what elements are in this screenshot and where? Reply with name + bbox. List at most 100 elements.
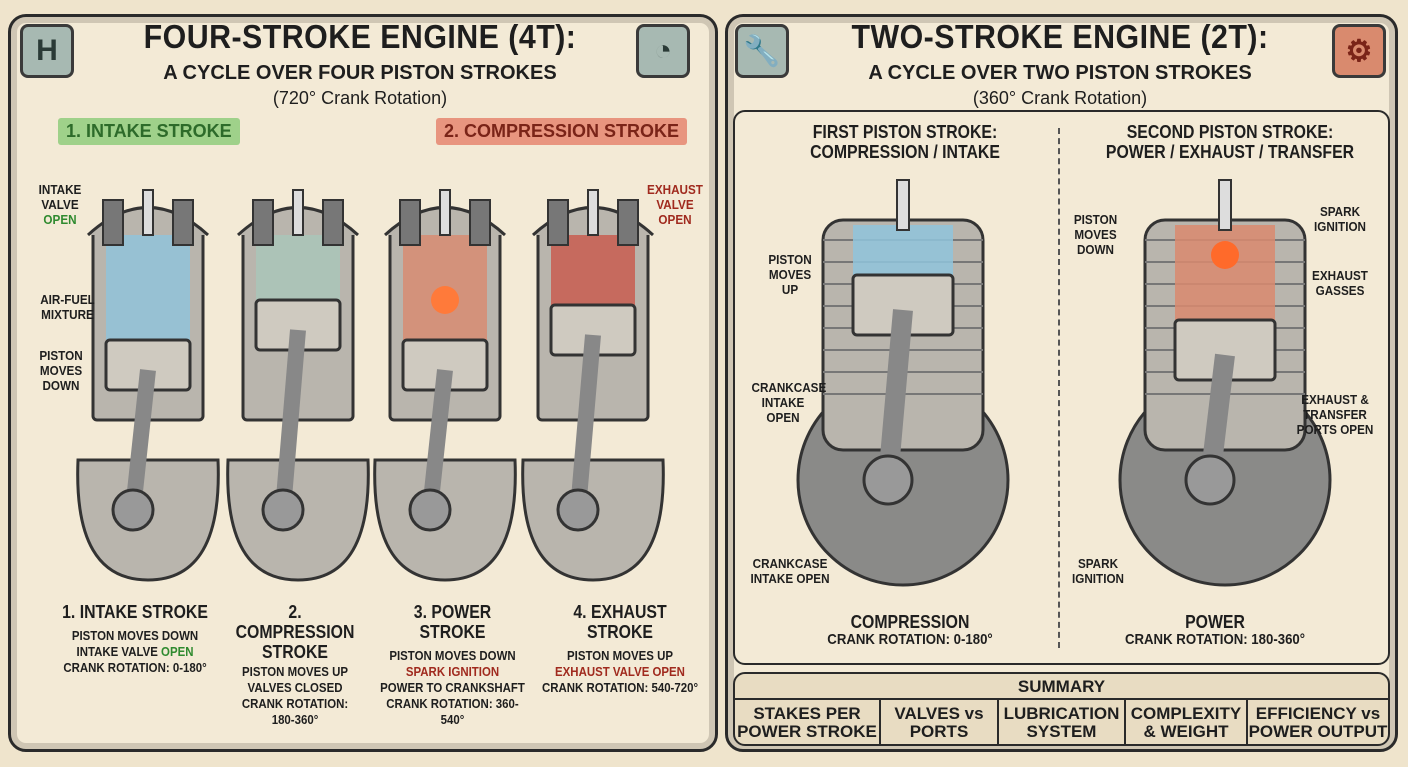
summary-cell[interactable]: COMPLEXITY & WEIGHT bbox=[1126, 700, 1248, 744]
combustion-chamber bbox=[106, 235, 190, 340]
combustion-chamber bbox=[551, 235, 635, 305]
stroke-title: 1. INTAKE STROKE bbox=[62, 602, 208, 622]
stroke-line: INTAKE VALVE bbox=[76, 644, 162, 659]
stroke-title: 4. EXHAUST STROKE bbox=[573, 602, 667, 642]
label-air-fuel: AIR-FUEL MIXTURE bbox=[40, 292, 95, 322]
stroke-line: PISTON MOVES DOWN bbox=[389, 648, 516, 663]
valve-spring bbox=[399, 199, 421, 246]
stroke-divider bbox=[1058, 128, 1060, 648]
stroke-line: POWER TO CRANKSHAFT bbox=[380, 680, 525, 695]
two-stroke-diagram-box bbox=[733, 110, 1390, 665]
connecting-rod bbox=[275, 329, 306, 511]
connecting-rod bbox=[125, 369, 156, 511]
spark-plug bbox=[292, 189, 304, 236]
stroke-line: EXHAUST VALVE OPEN bbox=[555, 664, 685, 679]
caption-rotation: CRANK ROTATION: 0-180° bbox=[827, 631, 993, 648]
label-piston-down: PISTON MOVES DOWN bbox=[39, 348, 83, 393]
heading-line: FIRST PISTON STROKE: bbox=[812, 122, 998, 142]
stroke-line: CRANK ROTATION: 540-720° bbox=[541, 680, 699, 695]
spark-plug bbox=[896, 179, 910, 231]
summary-table: SUMMARY STAKES PER POWER STROKE VALVES v… bbox=[733, 672, 1390, 746]
valve-spring bbox=[172, 199, 194, 246]
two-stroke-subtitle: A CYCLE OVER TWO PISTON STROKES bbox=[868, 62, 1252, 84]
caption-title: COMPRESSION bbox=[850, 612, 970, 632]
intake-open-text: OPEN bbox=[43, 212, 77, 227]
connecting-rod bbox=[570, 334, 601, 511]
stroke-line: PISTON MOVES UP bbox=[242, 664, 348, 679]
gauge-icon: ◔ bbox=[636, 24, 690, 78]
stroke-line: CRANK ROTATION: 180-360° bbox=[241, 696, 349, 727]
summary-cell[interactable]: STAKES PER POWER STROKE bbox=[735, 700, 881, 744]
crankshaft bbox=[556, 488, 600, 532]
four-stroke-rotation: (720° Crank Rotation) bbox=[272, 88, 448, 108]
label-piston-down-2t: PISTON MOVES DOWN bbox=[1073, 212, 1118, 257]
combustion-chamber bbox=[1175, 225, 1275, 320]
label-spark-ignition: SPARK IGNITION bbox=[1313, 204, 1367, 234]
four-stroke-title: FOUR-STROKE ENGINE (4T): bbox=[143, 18, 577, 55]
two-stroke-illustrations bbox=[796, 179, 1332, 587]
four-stroke-illustrations bbox=[76, 189, 665, 582]
label-crankcase-intake-1: CRANKCASE INTAKE OPEN bbox=[751, 380, 827, 425]
four-stroke-subtitle: A CYCLE OVER FOUR PISTON STROKES bbox=[163, 62, 557, 84]
label-spark-ignition-2: SPARK IGNITION bbox=[1071, 556, 1125, 586]
valve-spring bbox=[469, 199, 491, 246]
spark-burst bbox=[431, 286, 459, 314]
label-exhaust-valve: EXHAUST VALVE OPEN bbox=[647, 182, 703, 227]
summary-cell[interactable]: VALVES vs PORTS bbox=[881, 700, 999, 744]
summary-title: SUMMARY bbox=[735, 674, 1388, 700]
spark-plug bbox=[1218, 179, 1232, 231]
first-stroke-heading: FIRST PISTON STROKE:COMPRESSION / INTAKE bbox=[777, 122, 1032, 162]
stroke-line: CRANK ROTATION: 0-180° bbox=[63, 660, 207, 675]
intake-valve-text: INTAKE VALVE bbox=[38, 182, 82, 212]
wrench-icon: 🔧 bbox=[735, 24, 789, 78]
engine-h-icon: H bbox=[20, 24, 74, 78]
intake-stroke-badge: 1. INTAKE STROKE bbox=[58, 118, 240, 145]
valve-spring bbox=[252, 199, 274, 246]
two-stroke-title: TWO-STROKE ENGINE (2T): bbox=[851, 18, 1269, 55]
combustion-chamber bbox=[853, 225, 953, 275]
crankshaft bbox=[261, 488, 305, 532]
connecting-rod bbox=[422, 369, 453, 511]
spark-plug bbox=[587, 189, 599, 236]
spark-plug bbox=[439, 189, 451, 236]
crankshaft bbox=[111, 488, 155, 532]
stroke-line: SPARK IGNITION bbox=[405, 664, 500, 679]
crankshaft bbox=[862, 454, 914, 506]
stroke-line: PISTON MOVES DOWN bbox=[71, 628, 199, 643]
stroke-title: 3. POWER STROKE bbox=[413, 602, 492, 642]
gear-icon: ⚙ bbox=[1332, 24, 1386, 78]
compression-stroke-badge: 2. COMPRESSION STROKE bbox=[436, 118, 688, 145]
crankshaft bbox=[408, 488, 452, 532]
label-ports-open: EXHAUST & TRANSFER PORTS OPEN bbox=[1296, 392, 1374, 437]
heading-line: COMPRESSION / INTAKE bbox=[810, 142, 1000, 162]
stroke-line: CRANK ROTATION: 360-540° bbox=[386, 696, 519, 727]
two-stroke-rotation: (360° Crank Rotation) bbox=[972, 88, 1148, 108]
summary-cell[interactable]: EFFICIENCY vs POWER OUTPUT bbox=[1248, 704, 1388, 741]
stroke-line: PISTON MOVES UP bbox=[567, 648, 673, 663]
heading-line: POWER / EXHAUST / TRANSFER bbox=[1105, 142, 1355, 162]
label-piston-up: PISTON MOVES UP bbox=[768, 252, 812, 297]
caption-rotation: CRANK ROTATION: 180-360° bbox=[1124, 631, 1306, 648]
valve-spring bbox=[102, 199, 124, 246]
caption-title: POWER bbox=[1185, 612, 1245, 632]
second-stroke-heading: SECOND PISTON STROKE:POWER / EXHAUST / T… bbox=[1098, 122, 1362, 162]
summary-cell[interactable]: LUBRICATION SYSTEM bbox=[999, 700, 1126, 744]
spark-burst bbox=[1211, 241, 1239, 269]
stroke-title: 2. COMPRESSION STROKE bbox=[235, 602, 355, 662]
crankshaft bbox=[1184, 454, 1236, 506]
connecting-rod bbox=[878, 309, 913, 481]
label-crankcase-intake-2: CRANKCASE INTAKE OPEN bbox=[750, 556, 830, 586]
valve-spring bbox=[547, 199, 569, 246]
stroke-line-open: OPEN bbox=[161, 644, 194, 659]
summary-row: STAKES PER POWER STROKE VALVES vs PORTS … bbox=[735, 700, 1388, 744]
spark-plug bbox=[142, 189, 154, 236]
heading-line: SECOND PISTON STROKE: bbox=[1126, 122, 1334, 142]
stroke-line: VALVES CLOSED bbox=[247, 680, 343, 695]
